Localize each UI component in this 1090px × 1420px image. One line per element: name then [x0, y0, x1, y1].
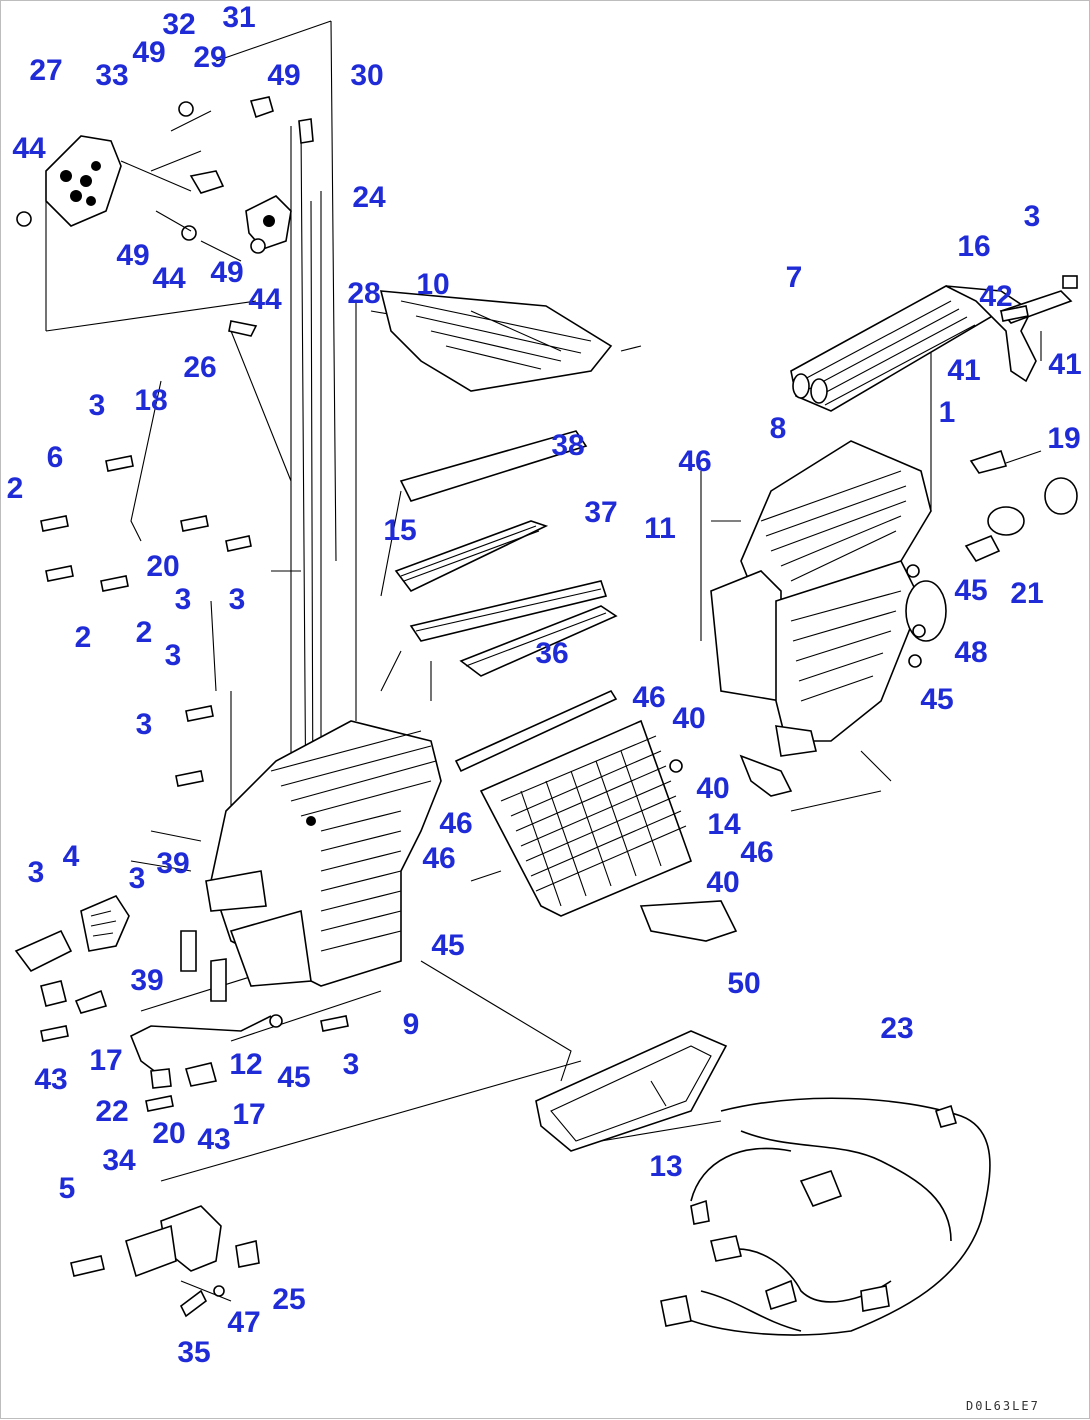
callout-31: 31	[222, 1, 256, 34]
callout-8: 8	[769, 412, 787, 445]
callout-49: 49	[116, 239, 150, 272]
screws	[40, 305, 1029, 1112]
callout-27: 27	[29, 54, 63, 87]
callout-44: 44	[12, 132, 46, 165]
callout-3: 3	[342, 1048, 360, 1081]
callout-10: 10	[416, 268, 450, 301]
callout-44: 44	[152, 262, 186, 295]
main-blower-housing	[180, 720, 442, 1002]
callout-45: 45	[920, 683, 954, 716]
callout-48: 48	[954, 636, 988, 669]
upper-duct	[379, 290, 613, 392]
callout-7: 7	[785, 261, 803, 294]
callout-40: 40	[706, 866, 740, 899]
callout-5: 5	[58, 1172, 76, 1205]
blower-motor	[14, 894, 130, 1014]
callout-20: 20	[152, 1117, 186, 1150]
filter-plates	[394, 430, 618, 773]
heater-housing	[710, 440, 947, 757]
callout-13: 13	[649, 1150, 683, 1183]
callout-9: 9	[402, 1008, 420, 1041]
callout-3: 3	[164, 639, 182, 672]
callout-1: 1	[938, 396, 956, 429]
callout-32: 32	[162, 8, 196, 41]
callout-37: 37	[584, 496, 618, 529]
callout-3: 3	[1023, 200, 1041, 233]
callout-23: 23	[880, 1012, 914, 1045]
damper-actuator	[964, 449, 1078, 563]
callout-26: 26	[183, 351, 217, 384]
callout-45: 45	[431, 929, 465, 962]
callout-24: 24	[352, 181, 386, 214]
callout-46: 46	[439, 807, 473, 840]
callout-40: 40	[672, 702, 706, 735]
callout-21: 21	[1010, 577, 1044, 610]
callout-3: 3	[135, 708, 153, 741]
callout-2: 2	[6, 472, 24, 505]
mounting-bracket	[70, 1205, 260, 1318]
callout-29: 29	[193, 41, 227, 74]
callout-50: 50	[727, 967, 761, 1000]
callout-35: 35	[177, 1336, 211, 1369]
heater-core	[790, 275, 1078, 412]
callout-3: 3	[88, 389, 106, 422]
callout-20: 20	[146, 550, 180, 583]
drawing-reference-code: D0L63LE7	[966, 1399, 1040, 1413]
callout-46: 46	[678, 445, 712, 478]
callout-41: 41	[1048, 348, 1082, 381]
callout-34: 34	[102, 1144, 136, 1177]
callout-49: 49	[132, 36, 166, 69]
callout-17: 17	[232, 1098, 266, 1131]
callout-12: 12	[229, 1048, 263, 1081]
callout-15: 15	[383, 514, 417, 547]
callout-11: 11	[644, 512, 676, 545]
sensor-harness	[129, 1014, 283, 1089]
callout-49: 49	[267, 59, 301, 92]
callout-38: 38	[551, 429, 585, 462]
callout-17: 17	[89, 1044, 123, 1077]
callout-3: 3	[128, 862, 146, 895]
callout-22: 22	[95, 1095, 129, 1128]
callout-25: 25	[272, 1283, 306, 1316]
evaporator-core	[479, 719, 793, 942]
callout-39: 39	[156, 847, 190, 880]
callout-44: 44	[248, 283, 282, 316]
callout-46: 46	[632, 681, 666, 714]
callout-41: 41	[947, 354, 981, 387]
callout-19: 19	[1047, 422, 1081, 455]
callout-16: 16	[957, 230, 991, 263]
callout-39: 39	[130, 964, 164, 997]
callout-14: 14	[707, 808, 741, 841]
callout-46: 46	[740, 836, 774, 869]
side-duct	[535, 1030, 728, 1152]
callout-30: 30	[350, 59, 384, 92]
callout-40: 40	[696, 772, 730, 805]
callout-43: 43	[34, 1063, 68, 1096]
callout-6: 6	[46, 441, 64, 474]
callout-49: 49	[210, 256, 244, 289]
callout-18: 18	[134, 384, 168, 417]
callout-45: 45	[954, 574, 988, 607]
callout-36: 36	[535, 637, 569, 670]
callout-2: 2	[135, 616, 153, 649]
callout-3: 3	[174, 583, 192, 616]
callout-43: 43	[197, 1123, 231, 1156]
callout-33: 33	[95, 59, 129, 92]
callout-2: 2	[74, 621, 92, 654]
actuator-motor-group	[16, 96, 314, 262]
callout-4: 4	[62, 840, 80, 873]
callout-47: 47	[227, 1306, 261, 1339]
wiring-harness	[660, 1097, 991, 1336]
callout-45: 45	[277, 1061, 311, 1094]
callout-3: 3	[27, 856, 45, 889]
callout-42: 42	[979, 280, 1013, 313]
callout-46: 46	[422, 842, 456, 875]
callout-28: 28	[347, 277, 381, 310]
callout-3: 3	[228, 583, 246, 616]
